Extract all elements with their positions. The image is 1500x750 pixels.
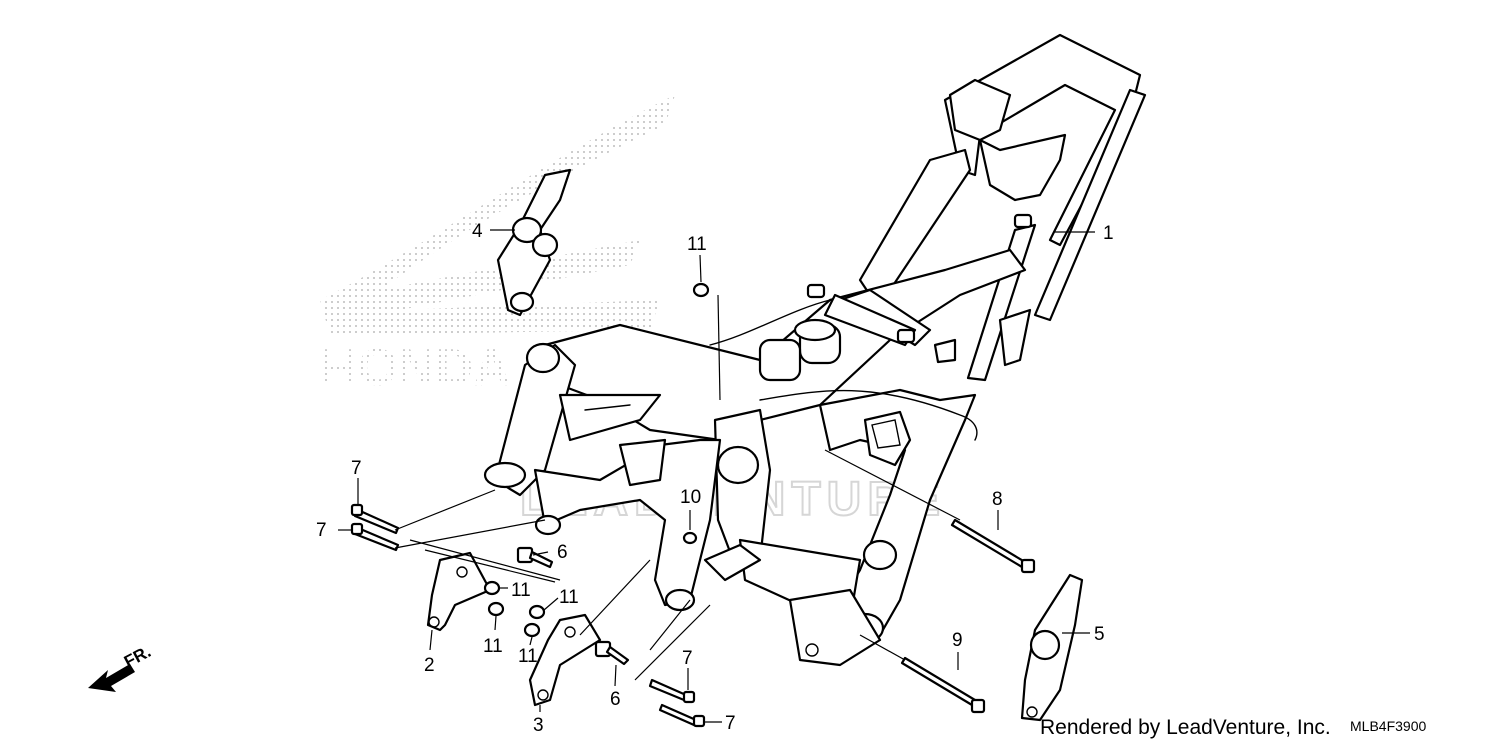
callout-10: 10: [680, 487, 701, 508]
callout-7-upper: 7: [351, 458, 362, 479]
bolt-7-lower[interactable]: [350, 522, 400, 552]
bolt-8[interactable]: [950, 518, 1036, 574]
rendered-by-credit: Rendered by LeadVenture, Inc.: [1040, 716, 1331, 739]
callout-5: 5: [1094, 624, 1105, 645]
callout-7-left: 7: [316, 520, 327, 541]
bolt-6-upper[interactable]: [516, 546, 554, 569]
brand-watermark-text: HONDA: [320, 339, 511, 397]
callout-4: 4: [472, 221, 483, 242]
callout-11-top: 11: [687, 234, 707, 255]
rear-hanger-plate-5[interactable]: [1020, 573, 1084, 722]
callout-11-d: 11: [518, 646, 538, 667]
bolt-6-lower[interactable]: [594, 640, 630, 666]
left-hanger-plate-2[interactable]: [426, 551, 492, 632]
nut-11-d[interactable]: [523, 622, 541, 638]
nut-11-a[interactable]: [483, 580, 501, 596]
callout-11-a: 11: [511, 580, 531, 601]
nut-11-c[interactable]: [528, 604, 546, 620]
main-frame-body[interactable]: [483, 33, 1147, 667]
right-hanger-plate-3[interactable]: [528, 613, 602, 707]
bolt-7-rear-upper[interactable]: [648, 678, 696, 704]
bolt-9[interactable]: [900, 656, 986, 714]
callout-11-b: 11: [559, 587, 579, 608]
callout-9: 9: [952, 630, 963, 651]
leader-lines: [338, 229, 1095, 723]
callout-7-rear-lower: 7: [725, 713, 736, 734]
honda-wing-watermark: HONDA: [320, 95, 675, 397]
callout-6-lower: 6: [610, 689, 621, 710]
callout-2: 2: [424, 655, 435, 676]
callout-1: 1: [1103, 223, 1114, 244]
bolt-7-upper[interactable]: [350, 503, 400, 535]
nut-11-top[interactable]: [692, 282, 710, 298]
diagram-code: MLB4F3900: [1350, 718, 1427, 734]
callout-8: 8: [992, 489, 1003, 510]
front-upper-bracket[interactable]: [496, 168, 572, 317]
bolt-7-rear-lower[interactable]: [658, 703, 706, 728]
callout-7-rear-upper: 7: [682, 648, 693, 669]
forward-direction-indicator: FR.: [88, 642, 154, 692]
callout-11-c: 11: [483, 636, 503, 657]
forward-arrow-icon: [88, 664, 135, 692]
callout-6-upper: 6: [557, 542, 568, 563]
nut-11-b[interactable]: [487, 601, 505, 617]
collar-10[interactable]: [682, 531, 698, 545]
callout-3: 3: [533, 715, 544, 736]
